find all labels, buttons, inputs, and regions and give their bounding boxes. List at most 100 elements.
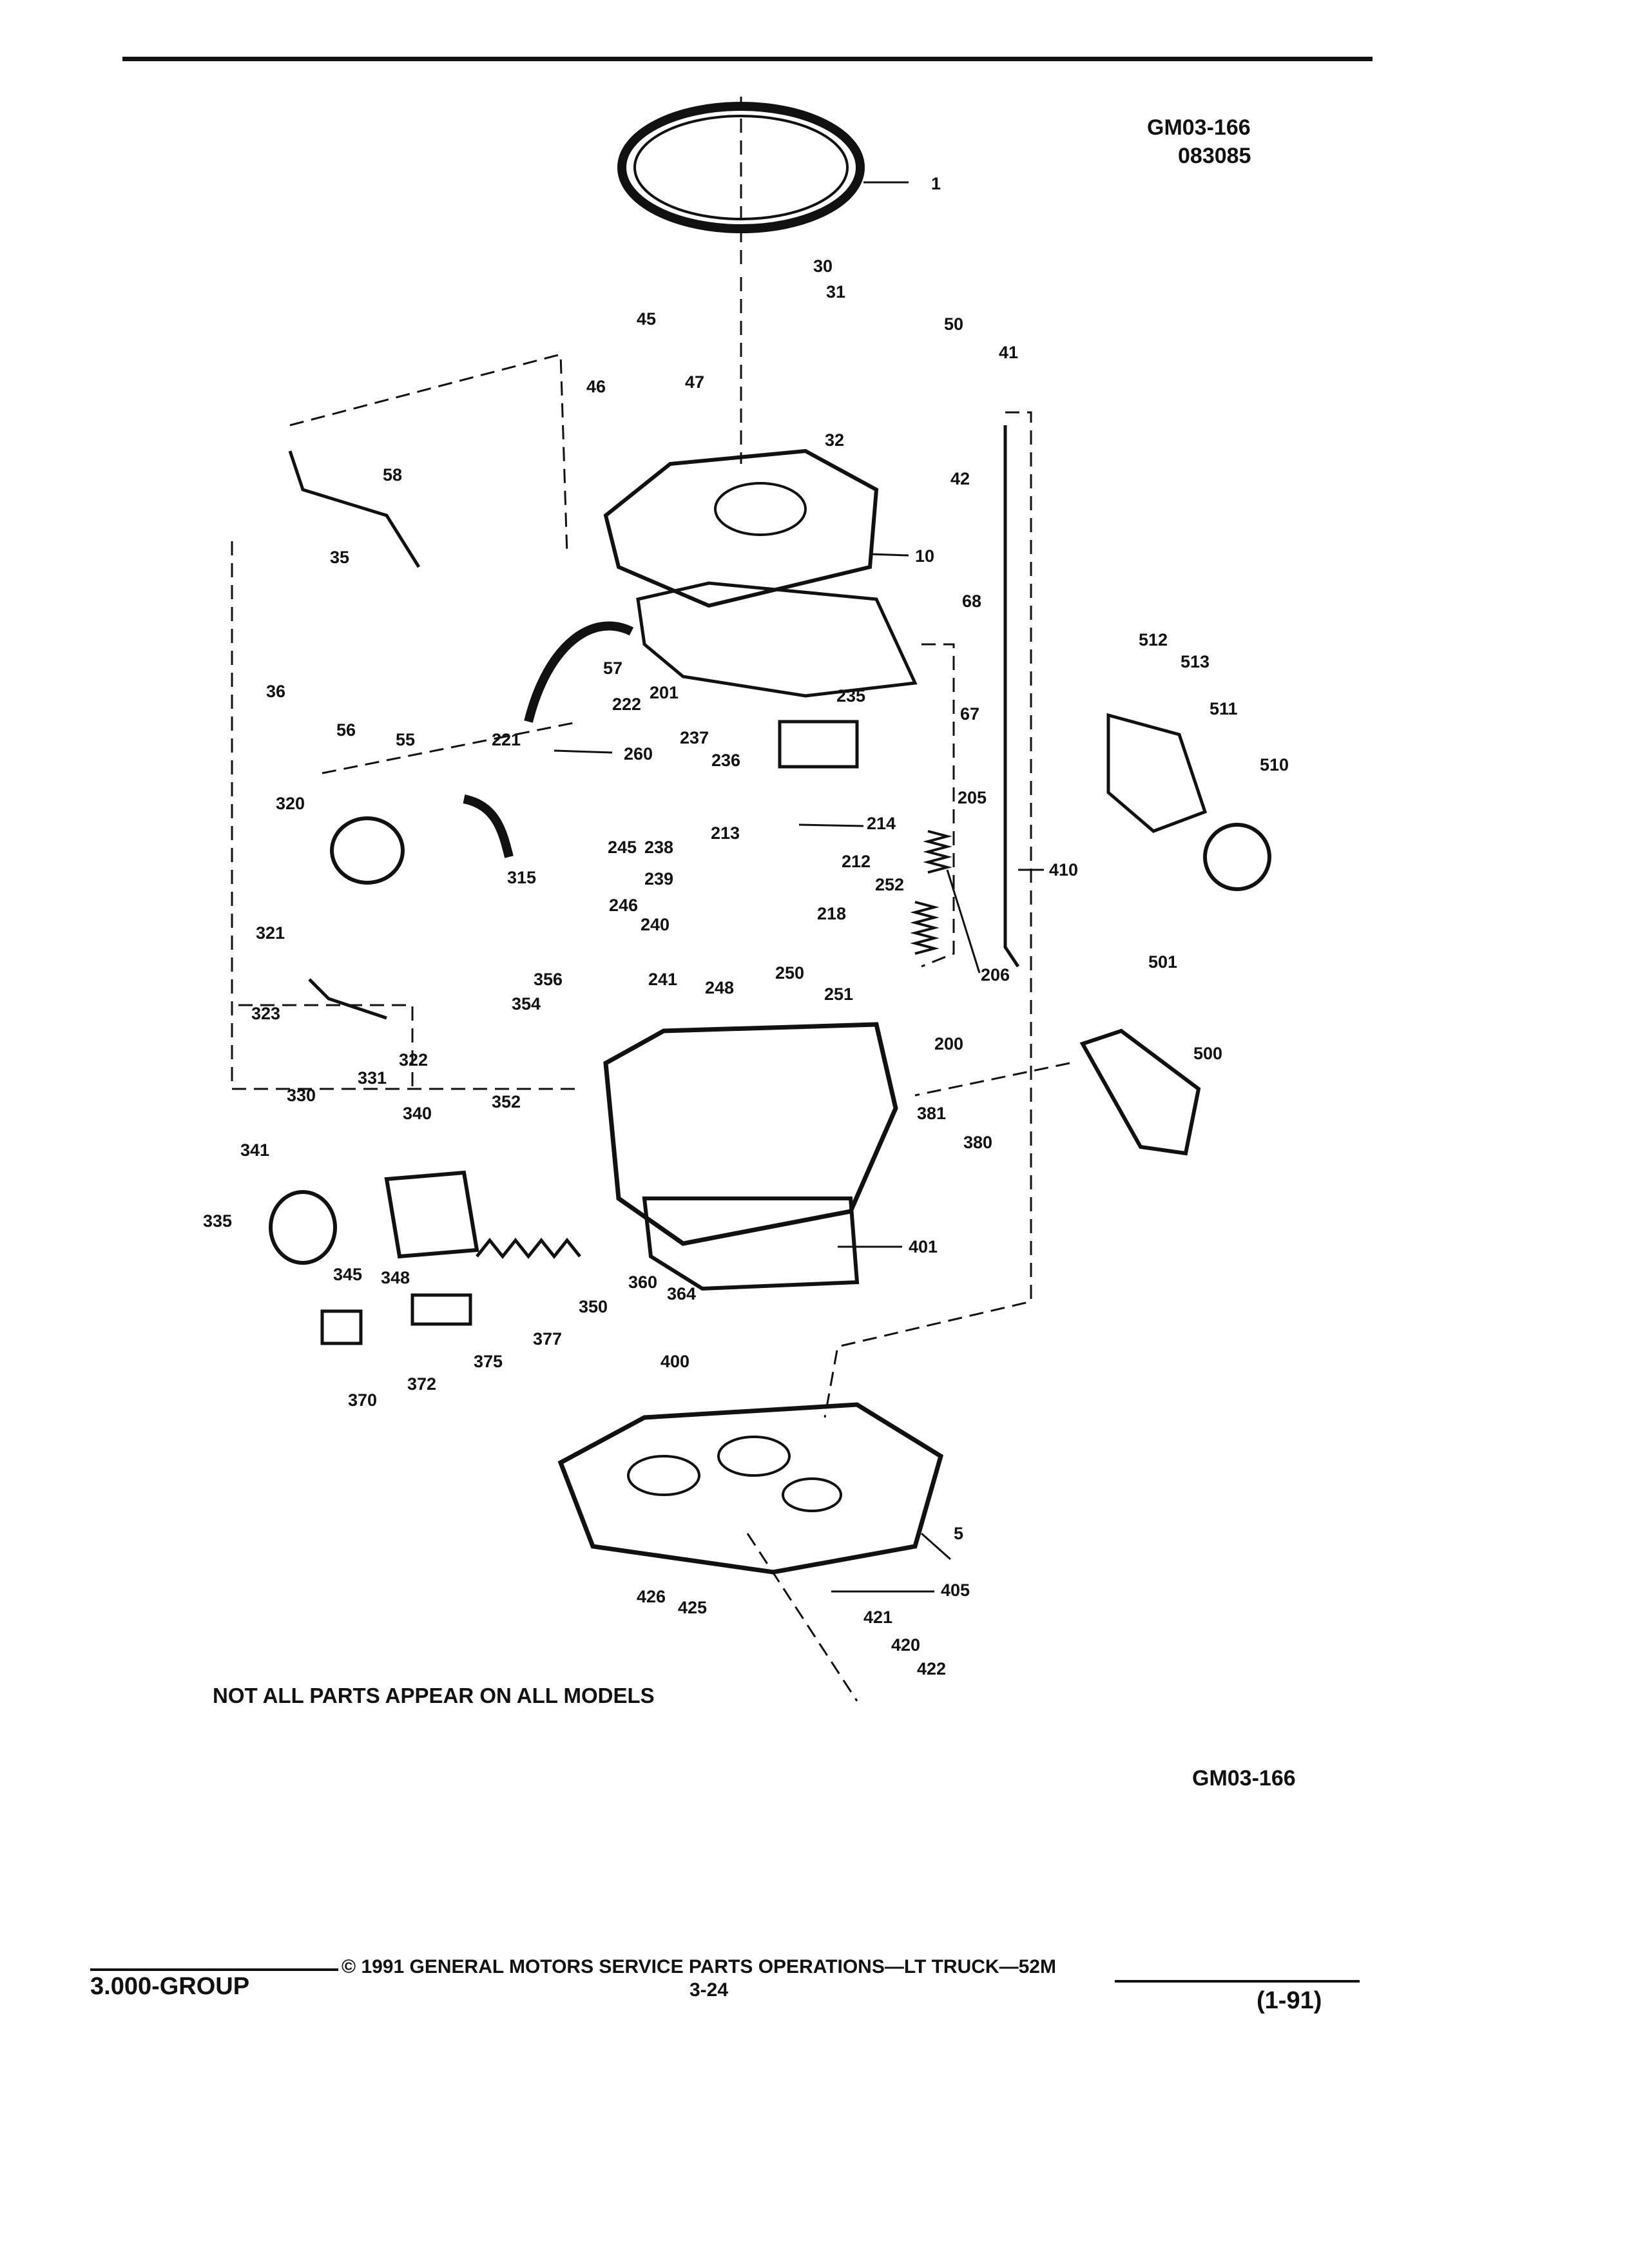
callout: 401 — [909, 1237, 938, 1256]
callout: 512 — [1139, 630, 1168, 649]
callout: 218 — [817, 904, 847, 923]
callout: 420 — [891, 1635, 921, 1655]
choke-housing — [384, 1170, 479, 1259]
callout: 45 — [637, 309, 657, 329]
callout: 200 — [934, 1034, 964, 1053]
callout: 206 — [981, 965, 1010, 985]
callout: 68 — [962, 591, 982, 611]
callout: 56 — [336, 720, 356, 740]
throttle-body — [557, 1402, 944, 1575]
air-horn-gasket — [636, 581, 918, 698]
figure-code: 083085 — [1178, 144, 1251, 168]
callout: 500 — [1193, 1044, 1223, 1063]
callout: 335 — [203, 1211, 233, 1231]
throttle-body-gasket — [642, 1196, 860, 1291]
callout: 46 — [586, 377, 606, 396]
callout: 246 — [609, 896, 639, 915]
callout: 513 — [1181, 652, 1210, 671]
callout: 360 — [628, 1273, 658, 1292]
callout: 47 — [685, 372, 705, 392]
callout: 235 — [836, 686, 866, 706]
float-bowl — [603, 1022, 898, 1246]
callout: 370 — [348, 1390, 378, 1410]
callout: 511 — [1210, 699, 1238, 718]
callout: 245 — [608, 838, 637, 857]
callout: 41 — [999, 343, 1019, 362]
callout: 323 — [251, 1004, 281, 1023]
callout: 35 — [330, 548, 350, 567]
callout: 315 — [507, 868, 537, 887]
footer-rule-left — [90, 1968, 338, 1971]
callout: 375 — [474, 1352, 503, 1371]
callout: 350 — [579, 1297, 608, 1316]
vacuum-break — [330, 816, 405, 885]
choke-rod — [288, 450, 421, 568]
callout: 1 — [931, 174, 941, 193]
callout: 248 — [705, 978, 735, 997]
models-note: NOT ALL PARTS APPEAR ON ALL MODELS — [213, 1684, 655, 1707]
callout: 260 — [624, 744, 653, 764]
callout: 341 — [240, 1140, 270, 1160]
callout: 501 — [1148, 952, 1178, 972]
spring-377 — [476, 1237, 581, 1260]
footer-rule-right — [1115, 1980, 1360, 1983]
callout: 330 — [287, 1086, 316, 1105]
choke-cover — [269, 1190, 337, 1265]
group-label: 3.000-GROUP — [90, 1973, 250, 2000]
callout: 331 — [358, 1068, 387, 1088]
idle-speed-solenoid — [1079, 1028, 1201, 1156]
fuel-filter — [410, 1293, 472, 1326]
header-rule — [122, 57, 1373, 61]
float — [778, 720, 859, 769]
callout: 42 — [950, 469, 970, 488]
callout: 36 — [266, 682, 286, 701]
callout: 237 — [680, 728, 709, 747]
air-horn — [603, 448, 879, 608]
callout: 321 — [256, 923, 285, 943]
fuel-inlet-nut — [320, 1309, 363, 1345]
figure-id: GM03-166 — [1147, 115, 1251, 140]
rod-323 — [308, 978, 387, 1020]
callout: 345 — [333, 1265, 363, 1284]
page-number: 3-24 — [689, 1979, 729, 2001]
callout: 250 — [775, 963, 805, 983]
callout: 364 — [667, 1284, 697, 1303]
rod-410 — [1003, 425, 1020, 968]
callout: 241 — [648, 970, 678, 989]
callout: 340 — [403, 1104, 432, 1123]
callout: 410 — [1049, 860, 1079, 879]
revision-date: (1-91) — [1257, 1987, 1322, 2014]
callout: 67 — [960, 704, 980, 724]
callout: 380 — [963, 1133, 993, 1152]
callout: 213 — [711, 823, 740, 843]
callout: 377 — [533, 1329, 563, 1349]
callout: 239 — [644, 869, 674, 889]
callout: 10 — [915, 546, 935, 566]
callout: 426 — [637, 1587, 666, 1606]
callout: 32 — [825, 430, 845, 450]
callout: 348 — [381, 1268, 410, 1287]
callout: 31 — [826, 282, 846, 302]
electric-choke — [1106, 713, 1208, 833]
callout: 55 — [396, 730, 416, 749]
callout: 221 — [492, 730, 521, 749]
callout: 381 — [917, 1104, 947, 1123]
callout: 30 — [813, 256, 833, 276]
callout: 222 — [612, 695, 642, 714]
callout: 240 — [641, 915, 670, 934]
callout: 352 — [492, 1092, 521, 1111]
callout: 236 — [711, 751, 741, 770]
callout: 322 — [399, 1050, 429, 1070]
callout: 320 — [276, 794, 305, 813]
callout: 50 — [944, 314, 964, 334]
callout: 5 — [954, 1524, 964, 1543]
callout: 212 — [842, 852, 871, 871]
figure-id-bottom: GM03-166 — [1192, 1766, 1296, 1791]
callout: 251 — [824, 985, 854, 1004]
callout: 425 — [678, 1598, 708, 1617]
callout: 356 — [534, 970, 563, 989]
vacuum-hose — [524, 621, 634, 723]
callout: 372 — [407, 1374, 437, 1394]
callout: 405 — [941, 1581, 970, 1600]
